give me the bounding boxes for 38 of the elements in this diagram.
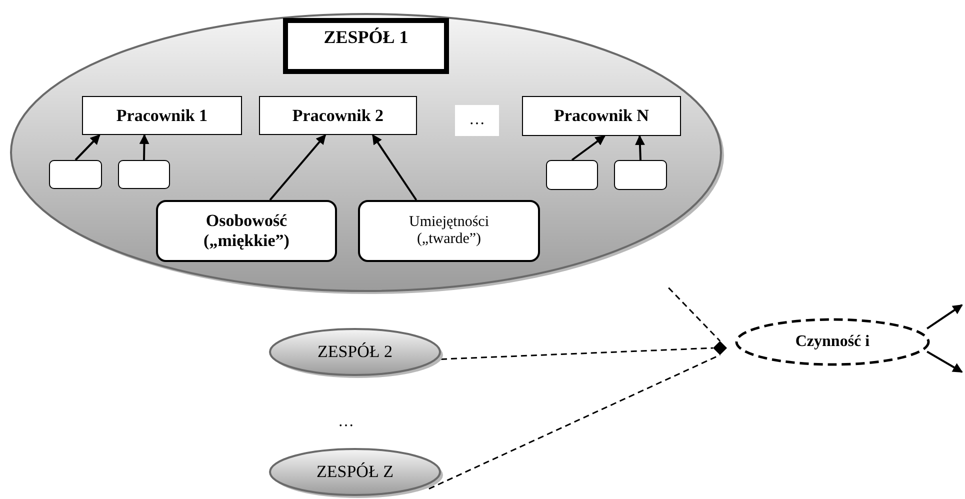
arrow xyxy=(139,134,150,160)
attribute-box xyxy=(49,160,102,189)
team-oval xyxy=(269,448,441,496)
team-oval xyxy=(269,328,441,376)
node-text: ZESPÓŁ 2 xyxy=(317,342,393,362)
activity-oval xyxy=(735,318,930,366)
node-text: Pracownik 2 xyxy=(292,106,384,126)
ellipsis-box xyxy=(455,105,499,136)
employee-box xyxy=(82,96,242,135)
trait-box xyxy=(156,200,337,262)
node-text: Czynność i xyxy=(795,332,870,352)
arrow xyxy=(372,134,418,201)
node-text: Pracownik N xyxy=(554,106,649,126)
node-text: ZESPÓŁ Z xyxy=(316,462,394,482)
attribute-box xyxy=(614,160,667,190)
node-text: … xyxy=(469,111,485,130)
attribute-box xyxy=(118,160,170,189)
arrow xyxy=(634,135,645,160)
arrow xyxy=(926,304,963,330)
ellipsis-text: … xyxy=(338,413,354,431)
arrow xyxy=(269,134,326,201)
attribute-box xyxy=(546,160,598,190)
dashed-connector xyxy=(428,354,720,490)
dashed-connector xyxy=(668,287,721,342)
arrow xyxy=(571,135,606,161)
dashed-connector xyxy=(440,347,714,360)
node-text: Umiejętności („twarde”) xyxy=(408,214,490,248)
trait-box xyxy=(358,200,540,262)
node-text: ZESPÓŁ 1 xyxy=(324,27,408,48)
team-title-box xyxy=(283,18,449,74)
junction-diamond xyxy=(713,341,727,355)
employee-box xyxy=(259,96,417,135)
arrow xyxy=(926,350,963,373)
employee-box xyxy=(522,96,681,136)
node-text: Osobowość („miękkie”) xyxy=(202,211,290,251)
team-ellipse xyxy=(10,13,722,292)
arrow xyxy=(74,134,100,161)
node-text: Pracownik 1 xyxy=(116,106,208,126)
